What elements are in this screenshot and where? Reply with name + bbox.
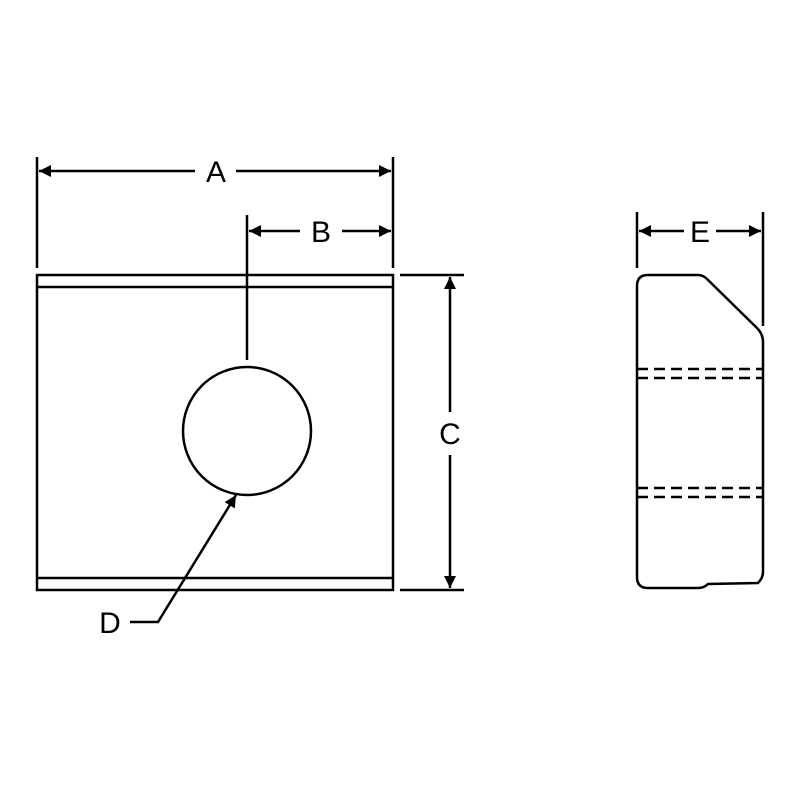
dimension-d-leader [130,494,238,624]
label-a: A [206,156,226,189]
dimension-b [245,215,391,360]
label-e: E [690,216,710,249]
dimension-c [400,273,464,592]
side-view [635,273,765,590]
front-view [35,273,395,592]
label-d: D [99,607,121,640]
dimension-a [35,157,395,268]
label-b: B [311,216,331,249]
hole [181,365,313,497]
washer-outline [35,273,395,592]
label-c: C [439,418,461,451]
hidden-hole-lines [637,367,763,499]
dimension-e [635,212,765,326]
side-outline [635,273,765,590]
